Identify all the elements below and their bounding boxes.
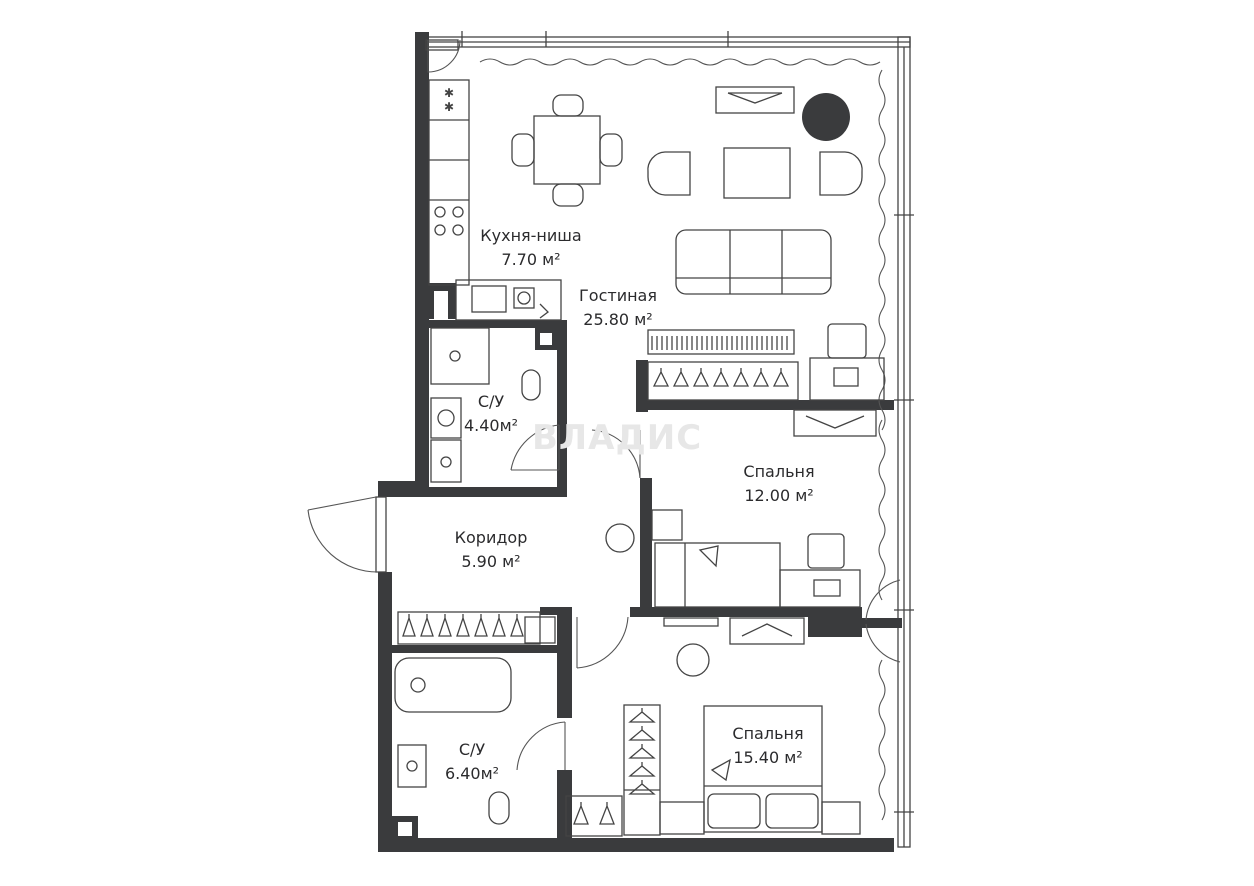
room-area: 25.80 м² [583, 310, 653, 329]
room-name: С/У [477, 392, 505, 411]
hanger-icon [628, 780, 656, 795]
kitchen-furniture: ✱ ✱ [428, 79, 623, 321]
curtains [479, 58, 886, 821]
hanger-icon [510, 614, 524, 637]
bedroom1-furniture [605, 509, 861, 645]
hanger-icon [599, 802, 615, 825]
room-name: Коридор [454, 528, 528, 547]
room-name: Спальня [743, 462, 815, 481]
room-area: 4.40м² [463, 416, 519, 435]
room-area: 6.40м² [444, 764, 500, 783]
corridor-wardrobe [397, 611, 556, 645]
room-label-bedroom1: Спальня 12.00 м² [743, 460, 814, 508]
room-label-living: Гостиная 25.80 м² [579, 284, 657, 332]
hanger-icon [672, 368, 690, 387]
room-label-bath1: С/У 4.40м² [464, 390, 518, 438]
room-label-bath2: С/У 6.40м² [445, 738, 499, 786]
room-name: Спальня [732, 724, 804, 743]
room-name: Кухня-ниша [480, 226, 582, 245]
room-area: 7.70 м² [501, 250, 561, 269]
room-name: Гостиная [579, 286, 657, 305]
hanger-icon [402, 614, 416, 637]
watermark: ВЛАДИС [532, 418, 703, 458]
window-frames [417, 31, 914, 848]
doors [307, 39, 901, 771]
hanger-icon [420, 614, 434, 637]
hanger-icon [628, 708, 656, 723]
hanger-icon [772, 368, 790, 387]
room-name: С/У [458, 740, 486, 759]
room-label-bedroom2: Спальня 15.40 м² [732, 722, 803, 770]
room-area: 5.90 м² [461, 552, 521, 571]
room-area: 12.00 м² [744, 486, 814, 505]
hanger-icon [752, 368, 770, 387]
svg-text:✱: ✱ [444, 86, 454, 100]
living-furniture [647, 86, 885, 401]
wardrobe-top [647, 361, 877, 437]
hanger-icon [438, 614, 452, 637]
snowflake-icon: ✱ ✱ [444, 86, 454, 114]
hanger-icon [474, 614, 488, 637]
hanger-icon [628, 762, 656, 777]
hanger-icon [628, 726, 656, 741]
hangers [402, 336, 790, 825]
bedroom2-furniture [565, 643, 861, 837]
bath1-fixtures [430, 327, 541, 483]
hanger-icon [573, 802, 589, 825]
room-area: 15.40 м² [733, 748, 803, 767]
hanger-icon [628, 744, 656, 759]
hanger-icon [732, 368, 750, 387]
room-label-kitchen: Кухня-ниша 7.70 м² [480, 224, 581, 272]
bath2-fixtures [394, 657, 512, 825]
hanger-icon [652, 368, 670, 387]
walls [378, 32, 902, 852]
room-label-corridor: Коридор 5.90 м² [455, 526, 528, 574]
hanger-icon [712, 368, 730, 387]
svg-text:✱: ✱ [444, 100, 454, 114]
hanger-icon [692, 368, 710, 387]
hanger-icon [492, 614, 506, 637]
hanger-icon [456, 614, 470, 637]
